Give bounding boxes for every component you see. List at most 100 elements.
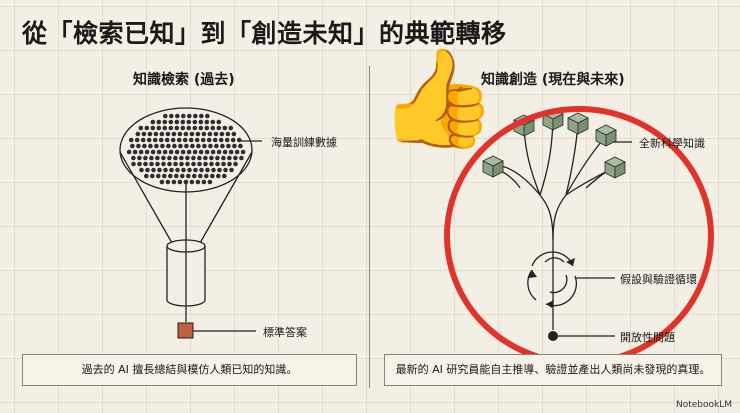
knowledge-cube <box>595 124 617 147</box>
data-dot <box>142 143 147 149</box>
data-dot <box>144 149 150 155</box>
data-dot <box>198 149 204 155</box>
data-dot <box>184 143 189 149</box>
data-dot <box>153 131 159 137</box>
training-data-label: 海量訓練數據 <box>271 136 337 149</box>
data-dot <box>156 119 162 125</box>
data-dot <box>161 155 166 161</box>
data-dot <box>221 161 226 167</box>
data-dot <box>233 161 238 167</box>
data-dot <box>197 161 202 167</box>
data-dot <box>201 131 207 137</box>
data-dot <box>231 131 237 137</box>
data-dot <box>200 137 206 143</box>
data-dot <box>188 137 194 143</box>
hypothesis-cycle-label: 假設與驗證循環 <box>620 273 697 286</box>
knowledge-cube <box>567 112 589 135</box>
data-dot <box>165 131 171 137</box>
data-dot <box>168 149 174 155</box>
data-dot <box>172 143 177 149</box>
data-dot <box>144 125 150 131</box>
data-dot <box>155 155 160 161</box>
data-dot <box>238 143 243 149</box>
data-dot <box>223 167 228 173</box>
data-dot <box>156 149 162 155</box>
data-dot <box>158 137 164 143</box>
data-dot <box>174 173 179 179</box>
data-dot <box>213 131 219 137</box>
data-dot <box>171 131 177 137</box>
data-dot <box>178 143 183 149</box>
data-dot <box>180 125 186 131</box>
data-dot <box>186 119 192 125</box>
data-dot <box>203 161 208 167</box>
data-dot <box>147 131 153 137</box>
data-dot <box>199 167 204 173</box>
data-dot <box>214 143 219 149</box>
data-dot <box>233 155 238 161</box>
data-dot <box>192 125 198 131</box>
data-dot <box>232 143 237 149</box>
data-dot <box>220 143 225 149</box>
data-dot <box>137 161 142 167</box>
data-dot <box>185 155 190 161</box>
data-dot <box>165 179 171 185</box>
data-dot <box>215 155 220 161</box>
data-dot <box>146 137 152 143</box>
data-dot <box>218 137 224 143</box>
data-dot <box>150 173 155 179</box>
data-dot <box>150 119 156 125</box>
data-dot <box>135 131 141 137</box>
data-dot <box>226 143 231 149</box>
data-dot <box>198 119 204 125</box>
data-dot <box>207 179 213 185</box>
knowledge-cubes <box>482 108 626 179</box>
open-question-label: 開放性問題 <box>620 331 675 344</box>
standard-answer-label: 標準答案 <box>263 326 307 339</box>
data-dot <box>192 119 198 125</box>
open-question-dot <box>548 331 558 341</box>
data-dot <box>145 167 150 173</box>
data-dot <box>174 119 180 125</box>
data-dot <box>149 155 154 161</box>
data-dot <box>167 155 172 161</box>
data-dot <box>169 113 174 119</box>
data-dot <box>222 173 227 179</box>
knowledge-cube <box>482 155 504 178</box>
data-dot <box>205 167 210 173</box>
data-dot <box>150 149 156 155</box>
data-dot <box>128 137 134 143</box>
data-dot <box>195 179 201 185</box>
data-dot <box>216 119 222 125</box>
data-dot <box>160 143 165 149</box>
data-dot <box>130 143 135 149</box>
data-dot <box>134 137 140 143</box>
data-dot <box>197 155 202 161</box>
data-dot <box>126 149 132 155</box>
data-dot <box>175 113 180 119</box>
knowledge-cube <box>604 156 626 179</box>
data-dot <box>186 173 191 179</box>
data-dot <box>152 137 158 143</box>
data-dot <box>168 173 173 179</box>
data-dot <box>199 113 204 119</box>
data-dot <box>166 143 171 149</box>
data-dot <box>131 155 136 161</box>
data-dot <box>210 125 216 131</box>
data-dot <box>204 125 210 131</box>
data-dot <box>171 179 177 185</box>
data-dot <box>225 131 231 137</box>
data-dot <box>196 143 201 149</box>
data-dot <box>230 137 236 143</box>
data-dot <box>169 167 174 173</box>
data-dot <box>132 149 138 155</box>
data-dot <box>208 143 213 149</box>
panel-divider <box>369 66 370 388</box>
right-caption: 最新的 AI 研究員能自主推導、驗證並產出人類尚未發現的真理。 <box>384 354 722 386</box>
data-dot <box>204 173 209 179</box>
data-dot <box>202 143 207 149</box>
knowledge-tree <box>492 119 632 337</box>
data-dot <box>162 149 168 155</box>
data-dot <box>204 119 210 125</box>
